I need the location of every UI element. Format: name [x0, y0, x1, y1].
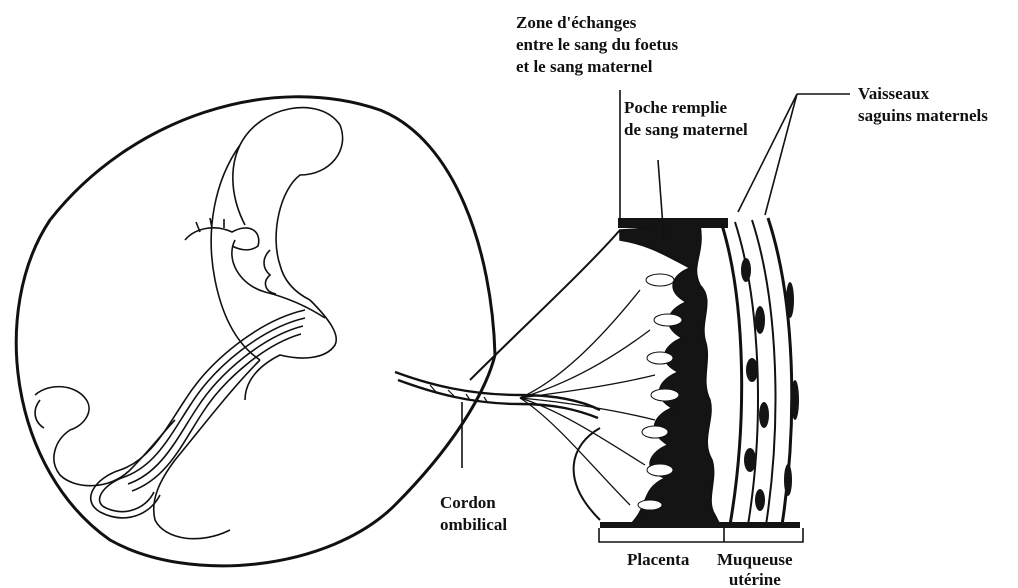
- label-muqueuse: Muqueuse utérine: [717, 549, 793, 588]
- fetus-drawing: [35, 108, 600, 539]
- label-vaisseaux-line2: saguins maternels: [858, 105, 988, 127]
- label-poche-line1: Poche remplie: [624, 97, 748, 119]
- label-cordon-line1: Cordon: [440, 492, 507, 514]
- label-zone-echanges: Zone d'échanges entre le sang du foetus …: [516, 12, 678, 78]
- label-poche: Poche remplie de sang maternel: [624, 97, 748, 141]
- label-zone-line1: Zone d'échanges: [516, 12, 678, 34]
- label-zone-line3: et le sang maternel: [516, 56, 678, 78]
- label-cordon-line2: ombilical: [440, 514, 507, 536]
- label-vaisseaux-line1: Vaisseaux: [858, 83, 988, 105]
- label-vaisseaux: Vaisseaux saguins maternels: [858, 83, 988, 127]
- label-zone-line2: entre le sang du foetus: [516, 34, 678, 56]
- label-muqueuse-line2: utérine: [717, 569, 793, 588]
- label-placenta: Placenta: [627, 549, 689, 571]
- bottom-brackets: [599, 528, 803, 542]
- label-cordon: Cordon ombilical: [440, 492, 507, 536]
- placenta-section: [470, 218, 800, 528]
- label-poche-line2: de sang maternel: [624, 119, 748, 141]
- label-muqueuse-line1: Muqueuse: [717, 549, 793, 571]
